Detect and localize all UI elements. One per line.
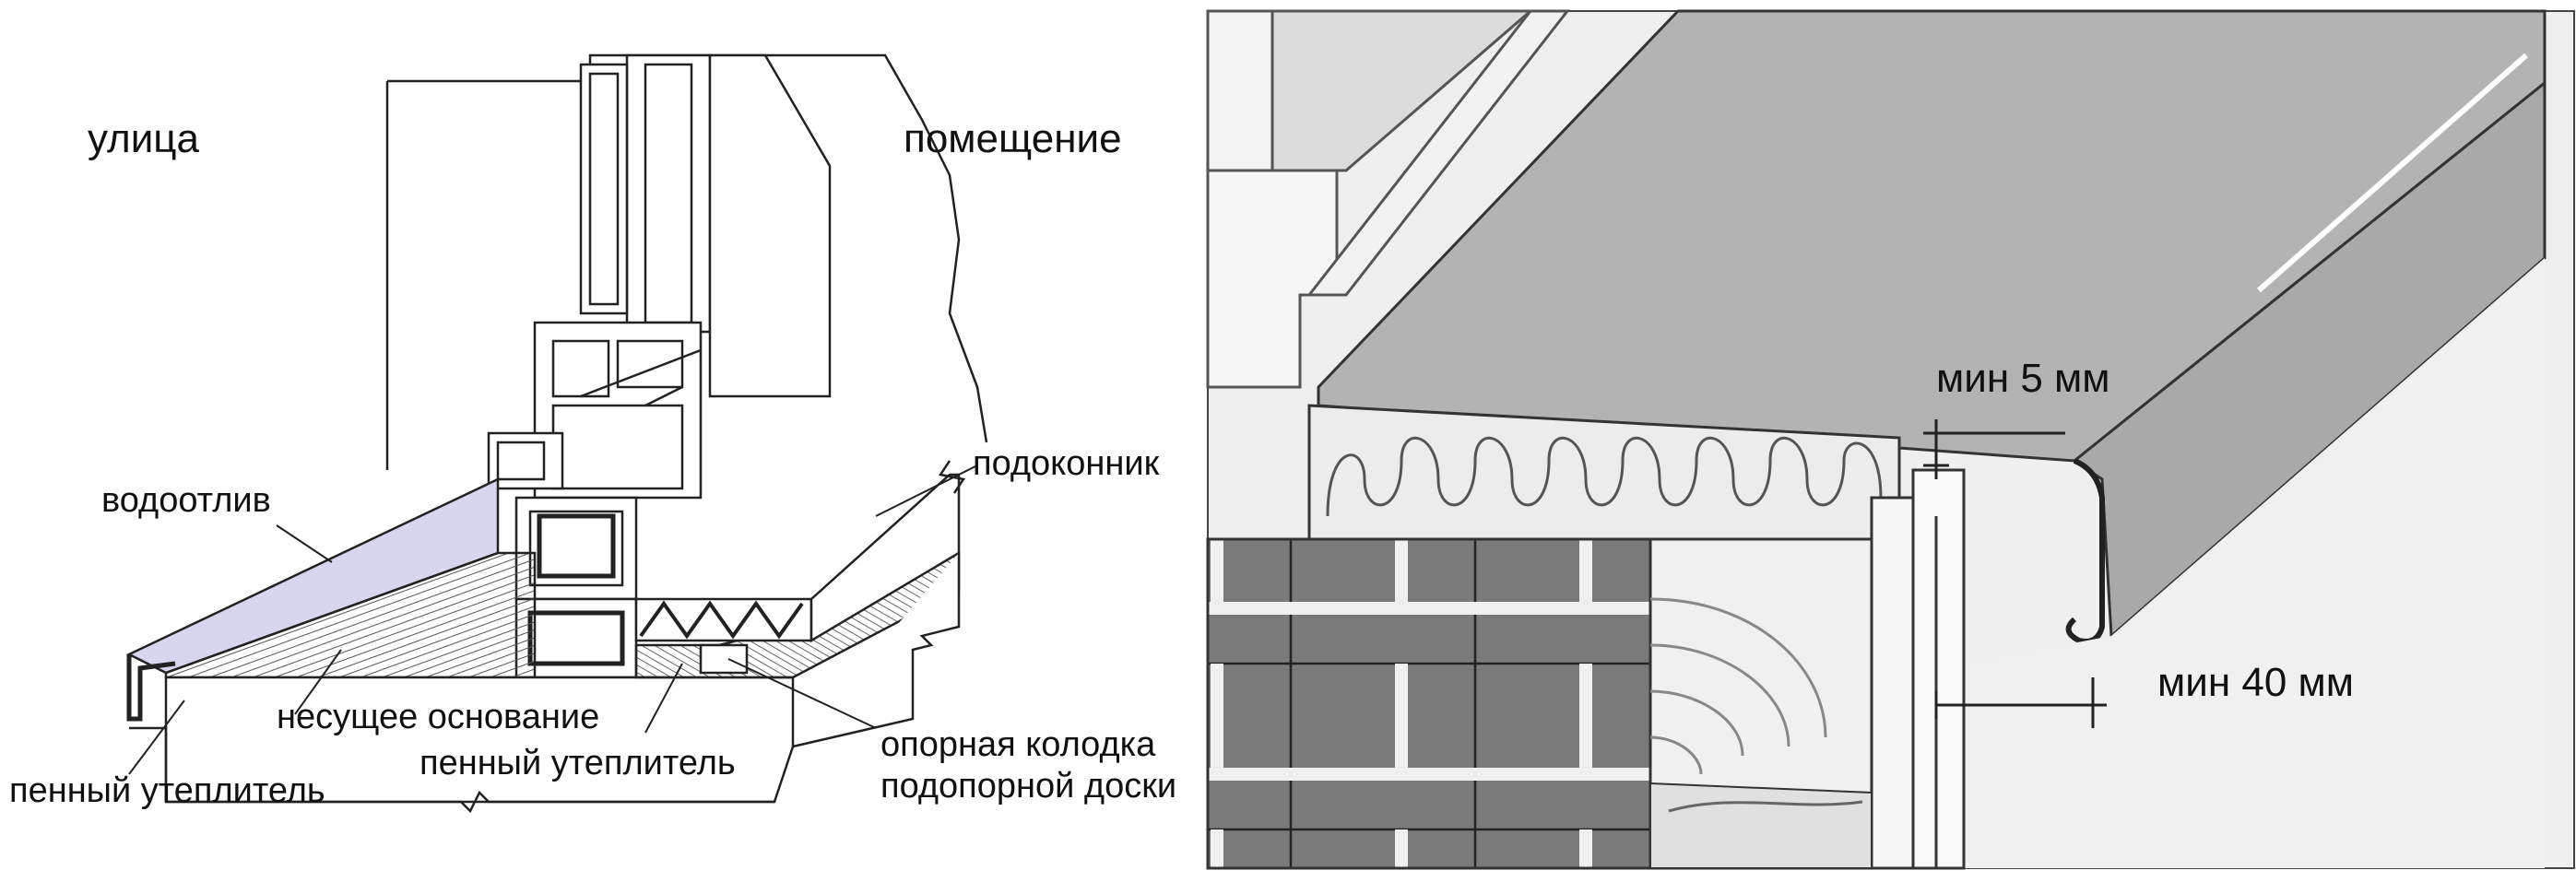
- label-min-gap: мин 5 мм: [1936, 356, 2110, 401]
- dimension-gap: [1923, 419, 2065, 479]
- sill-drip-curl: [2065, 458, 2105, 644]
- foam-strip: [1649, 782, 1873, 869]
- wall-right-lower: [792, 553, 961, 748]
- label-inside: помещение: [904, 116, 1122, 161]
- window-sill-board: [809, 473, 961, 643]
- label-sill: подоконник: [973, 444, 1160, 483]
- sill-overhang-detail: [1206, 9, 2575, 870]
- window-frame-top: [1270, 9, 1535, 172]
- label-foam-left: пенный утеплитель: [9, 771, 325, 810]
- insulation-rings: [1649, 597, 1827, 775]
- frame-lower-2: [1911, 468, 1966, 870]
- window-sill-section-diagram: [126, 53, 988, 814]
- insulation-wave: [1326, 436, 1883, 517]
- masonry: [1206, 537, 1652, 870]
- truss: [639, 600, 804, 640]
- sill-break: [938, 460, 966, 494]
- label-bearing-base: несущее основание: [277, 698, 599, 736]
- frame-bead: [1306, 9, 1571, 297]
- label-outside: улица: [88, 116, 199, 161]
- sill-highlight: [2257, 53, 2528, 293]
- label-foam-center: пенный утеплитель: [419, 744, 736, 782]
- dimension-overhang: [1934, 677, 2107, 728]
- label-min-overhang: мин 40 мм: [2157, 660, 2354, 705]
- label-support-block-1: опорная колодка: [880, 725, 1156, 764]
- support-block: [699, 643, 749, 675]
- bearing-base-lower: [129, 726, 168, 802]
- reveal-step: [1206, 169, 1339, 389]
- frame-lower: [1870, 496, 1915, 870]
- drip-sill-edge: [126, 654, 176, 722]
- label-drip: водоотлив: [101, 481, 271, 520]
- bearing-base-bottom: [166, 790, 774, 814]
- label-support-block-2: подопорной доски: [880, 767, 1176, 806]
- window-frame-profile: [487, 53, 832, 679]
- wall-face: [1964, 258, 2545, 868]
- reveal-block: [1206, 9, 1274, 172]
